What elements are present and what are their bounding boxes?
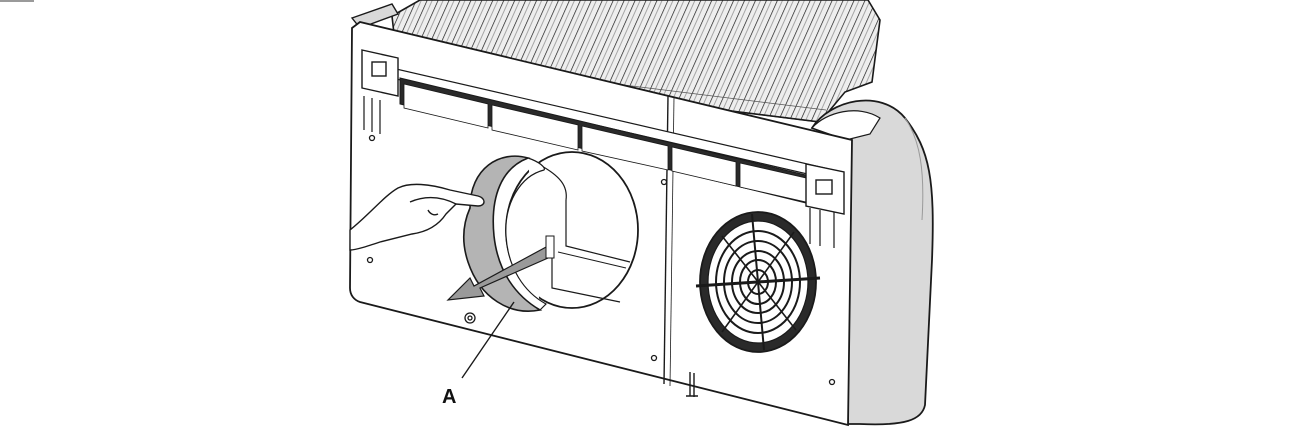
bottom-peg xyxy=(686,372,698,397)
bracket-right xyxy=(805,163,845,248)
bracket-left xyxy=(361,49,399,134)
right-housing xyxy=(810,99,934,426)
hand-icon xyxy=(349,183,485,251)
callout-a-leader xyxy=(461,301,515,379)
curved-arrow-icon xyxy=(446,235,555,301)
fan-grille-icon xyxy=(695,211,821,353)
mounting-rail xyxy=(365,61,843,205)
corner-tick xyxy=(0,0,34,2)
callout-a-label: A xyxy=(442,386,456,408)
duct-opening xyxy=(505,151,639,309)
